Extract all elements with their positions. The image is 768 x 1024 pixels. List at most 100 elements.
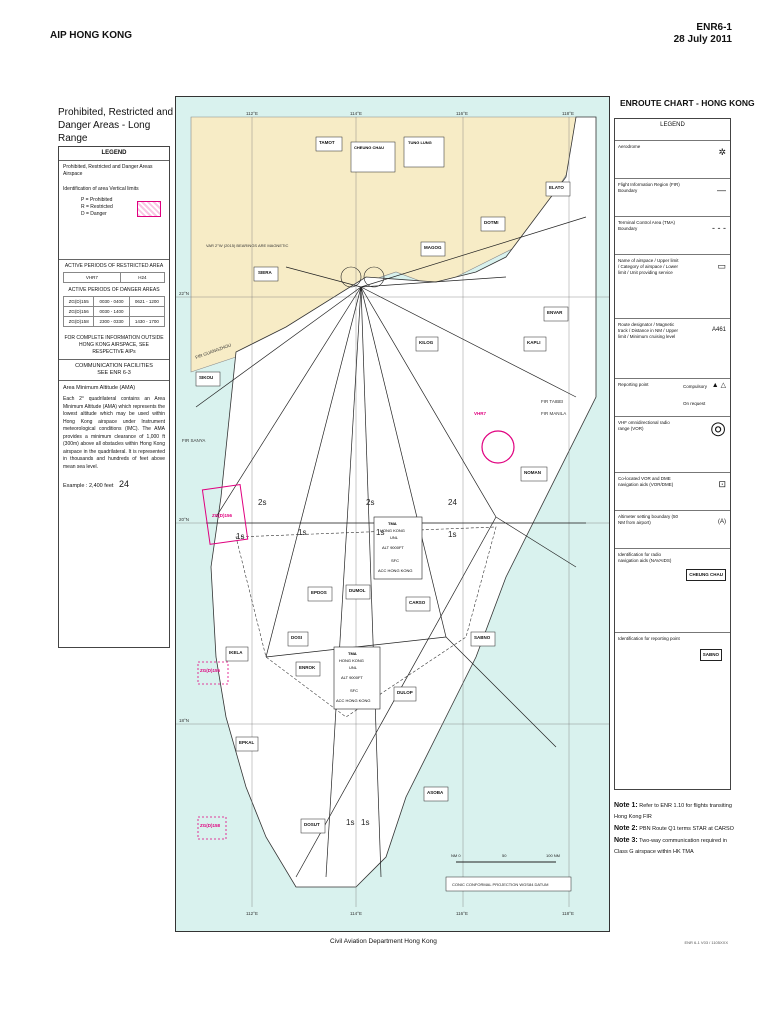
waypoint-box: DOTMI <box>480 216 506 232</box>
legend-label: Aerodrome <box>618 144 641 149</box>
danger-period <box>128 306 166 317</box>
danger-period: 0621 - 1200 <box>128 296 166 307</box>
legend-label: Altimeter setting boundary (50 NM from a… <box>618 514 679 525</box>
right-legend: LEGEND Aerodrome✲ Flight Information Reg… <box>614 118 731 790</box>
ama-value: 1s <box>298 528 306 537</box>
area-label: ZG(D)155 <box>200 668 221 673</box>
on-request-label: On request <box>683 401 706 406</box>
waypoint-box: TAMOT <box>315 136 343 152</box>
legend-label: Route designator / Magnetic track / Dist… <box>618 322 679 339</box>
type-restricted: R = Restricted <box>81 204 113 210</box>
waypoint-box: DUMOL <box>345 584 371 600</box>
danger-id: ZG(D)155 <box>62 296 95 307</box>
legend-label: Flight Information Region (FIR) Boundary <box>618 182 680 193</box>
note-text: Refer to ENR 1.10 for flights transiting… <box>614 803 732 820</box>
note-tag: Note 2: <box>614 825 638 832</box>
fir-label: FIR TAIBEI <box>541 399 563 404</box>
waypoint-box: DOSUT <box>300 818 326 834</box>
waypoint-box: NOMAN <box>520 466 548 482</box>
comm-section: COMMUNICATION FACILITIES SEE ENR 6-3 <box>59 360 169 381</box>
rp-example: SABNO <box>699 649 722 661</box>
lon-label: 118°E <box>562 111 574 116</box>
legend-label: Reporting point <box>618 382 649 387</box>
prd-area-symbol <box>137 201 161 217</box>
tma-text: TMA <box>388 521 397 526</box>
header-aip-title: AIP HONG KONG <box>50 30 133 41</box>
svg-text:SABNO: SABNO <box>474 635 491 640</box>
outside-note: FOR COMPLETE INFORMATION OUTSIDE HONG KO… <box>64 335 164 355</box>
ama-value: 1s <box>448 530 456 539</box>
route-designator-icon: A461 <box>711 327 726 333</box>
tma-text: TMA <box>348 651 357 656</box>
svg-text:DULOP: DULOP <box>397 690 413 695</box>
legend-row-rp-ident: Identification for reporting point SABNO… <box>615 633 730 693</box>
svg-text:KILOG: KILOG <box>419 340 434 345</box>
ama-heading: Area Minimum Altitude (AMA) <box>63 385 136 391</box>
svg-text:ENVAR: ENVAR <box>547 310 563 315</box>
projection-label: CONIC CONFORMAL PROJECTION WGS84 DATUM <box>452 882 548 887</box>
header-page-info: ENR6-1 28 July 2011 <box>674 22 732 46</box>
tma-text: UNL <box>349 665 358 670</box>
tma-text: HONG KONG <box>339 658 364 663</box>
note-text: PBN Route Q1 terms STAR at CARSO <box>639 826 734 832</box>
note-text: Two-way communication required in Class … <box>614 838 727 855</box>
lon-label: 112°E <box>246 111 258 116</box>
legend-row-fir: Flight Information Region (FIR) Boundary… <box>615 179 730 217</box>
tma-text: SFC <box>391 558 399 563</box>
ama-value: 1s <box>361 818 369 827</box>
note-tag: Note 1: <box>614 802 638 809</box>
restricted-table: VHR7 H24 <box>63 272 166 283</box>
ama-example-value: 24 <box>118 479 129 489</box>
waypoint-box: ASOBA <box>423 786 449 802</box>
type-danger: D = Danger <box>81 211 107 217</box>
lat-label: 22°N <box>179 291 189 296</box>
lat-label: 18°N <box>179 718 189 723</box>
restricted-id: VHR7 <box>63 272 121 283</box>
svg-text:DOSUT: DOSUT <box>304 822 320 827</box>
legend-row-reporting: Reporting point Compulsory On request ▲ … <box>615 379 730 417</box>
legend-row-airspace: Name of airspace / Upper limit / Categor… <box>615 255 730 319</box>
svg-text:ASOBA: ASOBA <box>427 790 444 795</box>
vor-label: TUNG LUNG <box>408 140 432 145</box>
ama-value: 1s <box>346 818 354 827</box>
svg-text:EPKAL: EPKAL <box>239 740 255 745</box>
ama-value: 2s <box>366 498 374 507</box>
legend-label: Identification for radio navigation aids… <box>618 552 672 563</box>
vor-dme-icon: ⊡ <box>718 479 726 489</box>
tma-boundary-icon: - - - <box>712 223 726 233</box>
lon-label: 112°E <box>246 911 258 916</box>
svg-text:SIKOU: SIKOU <box>199 375 213 380</box>
right-legend-title: LEGEND <box>615 119 730 141</box>
reporting-point-icon: ▲ △ <box>711 382 726 389</box>
tma-text: ALT 9000FT <box>341 675 363 680</box>
waypoint-box: DULOP <box>393 686 417 702</box>
enroute-chart-title: ENROUTE CHART - HONG KONG <box>620 98 755 108</box>
danger-period: 1430 - 1700 <box>128 316 166 327</box>
enroute-map: 112°E 114°E 116°E 118°E 20°N 18°N 22°N 1… <box>175 96 610 932</box>
comm-heading: COMMUNICATION FACILITIES <box>75 363 153 369</box>
waypoint-box: ENVAR <box>543 306 569 322</box>
tma-text: ACC HONG KONG <box>336 698 370 703</box>
lon-label: 114°E <box>350 111 362 116</box>
fir-label: FIR SANYA <box>182 438 205 443</box>
tma-text: UNL <box>390 535 399 540</box>
waypoint-box: IKELA <box>225 646 249 662</box>
lon-label: 118°E <box>562 911 574 916</box>
legend-row-route: Route designator / Magnetic track / Dist… <box>615 319 730 379</box>
side-title: Prohibited, Restricted and Danger Areas … <box>58 107 174 144</box>
restricted-heading: ACTIVE PERIODS OF RESTRICTED AREA <box>64 263 164 269</box>
danger-period: 0030 - 1400 <box>93 306 130 317</box>
waypoint-box: EPDOS <box>307 586 333 602</box>
compulsory-label: Compulsory <box>683 384 708 389</box>
var-note: VAR 2°W (2015) BEARINGS ARE MAGNETIC <box>206 243 289 248</box>
waypoint-box: EPKAL <box>235 736 259 752</box>
legend-label: Co-located VOR and DME navigation aids (… <box>618 476 674 487</box>
page-date: 28 July 2011 <box>673 34 732 45</box>
waypoint-box: KAPLI <box>523 336 547 352</box>
ama-text: Each 2° quadrilateral contains an Area M… <box>63 396 165 470</box>
legend-row-altimeter: Altimeter setting boundary (50 NM from a… <box>615 511 730 549</box>
waypoint-box: ELATO <box>545 181 571 197</box>
svg-text:DOSI: DOSI <box>291 635 302 640</box>
danger-id: ZG(D)156 <box>62 306 95 317</box>
